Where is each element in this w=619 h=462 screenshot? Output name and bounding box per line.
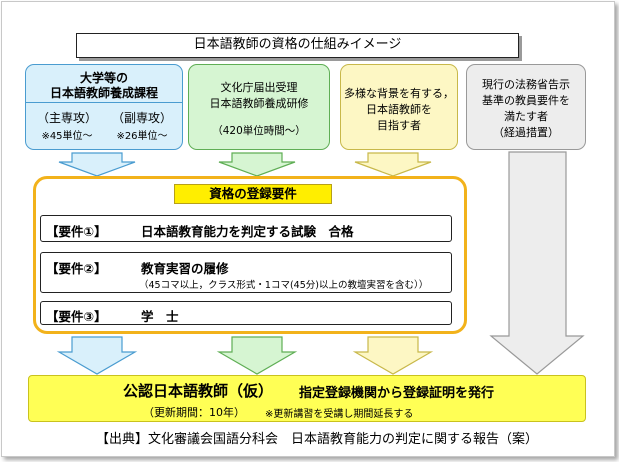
source-diverse-background: 多様な背景を有する， 日本語教師を 目指す者 [340, 64, 458, 150]
requirements-header: 資格の登録要件 [174, 184, 332, 204]
certified-teacher-title: 公認日本語教師（仮） [123, 382, 274, 400]
arrow-blue-result [56, 336, 138, 375]
requirement-1: 【要件①】 日本語教育能力を判定する試験 合格 [40, 215, 452, 242]
arrow-green-result [216, 336, 298, 375]
source-current-line3: 満たす者 [504, 110, 548, 123]
divider [26, 102, 182, 103]
requirement-1-text: 日本語教育能力を判定する試験 合格 [141, 224, 354, 239]
source-agency-note: （420単位時間～） [212, 125, 306, 137]
requirement-2-note: （45コマ以上，クラス形式・1コマ(45分)以上の教壇実習を含む）） [139, 280, 429, 291]
source-agency-line1: 文化庁届出受理 [220, 81, 298, 94]
source-agency-training: 文化庁届出受理 日本語教師養成研修 （420単位時間～） [188, 64, 330, 150]
requirement-3-text: 学 士 [141, 309, 179, 324]
source-diverse-line3: 目指す者 [377, 119, 421, 132]
source-current-line2: 基準の教員要件を [482, 94, 570, 107]
source-university: 大学等の 日本語教師養成課程 （主専攻） ※45単位～ （副専攻） ※26単位～ [25, 64, 183, 150]
source-university-line2: 日本語教師養成課程 [49, 86, 158, 100]
requirement-1-tag: 【要件①】 [46, 224, 107, 239]
arrow-green-down [218, 152, 296, 177]
certified-teacher-action: 指定登録機関から登録証明を発行 [299, 386, 495, 401]
major-label: （主専攻） [36, 111, 97, 125]
renewal-note: ※更新講習を受講し期間延長する [265, 409, 414, 420]
requirement-2-text: 教育実習の履修 [141, 261, 229, 276]
source-current-line4: （経過措置） [493, 126, 559, 139]
arrow-yellow-down [354, 152, 432, 177]
source-university-line1: 大学等の [79, 71, 128, 85]
source-current-line1: 現行の法務省告示 [482, 78, 570, 91]
diagram-title: 日本語教師の資格の仕組みイメージ [76, 33, 519, 58]
renewal-period: （更新期間：10年） [143, 406, 245, 419]
requirement-2-tag: 【要件②】 [46, 261, 107, 276]
arrow-yellow-result [352, 336, 434, 375]
source-diverse-line1: 多様な背景を有する， [344, 87, 454, 100]
source-diverse-line2: 日本語教師を [366, 103, 432, 116]
certified-teacher-box: 公認日本語教師（仮） 指定登録機関から登録証明を発行 （更新期間：10年） ※更… [28, 375, 586, 422]
arrow-blue-down [58, 152, 136, 177]
minor-label: （副専攻） [111, 111, 172, 125]
requirement-3: 【要件③】 学 士 [40, 301, 452, 325]
arrow-gray-long [489, 151, 585, 375]
minor-note: ※26単位～ [116, 131, 168, 142]
source-current-teachers: 現行の法務省告示 基準の教員要件を 満たす者 （経過措置） [466, 64, 586, 150]
major-note: ※45単位～ [41, 131, 93, 142]
source-agency-line2: 日本語教師養成研修 [209, 97, 309, 110]
source-citation: 【出典】文化審議会国語分科会 日本語教育能力の判定に関する報告（案） [96, 432, 539, 447]
requirement-3-tag: 【要件③】 [46, 309, 107, 324]
requirement-2: 【要件②】 教育実習の履修 （45コマ以上，クラス形式・1コマ(45分)以上の教… [40, 252, 452, 293]
